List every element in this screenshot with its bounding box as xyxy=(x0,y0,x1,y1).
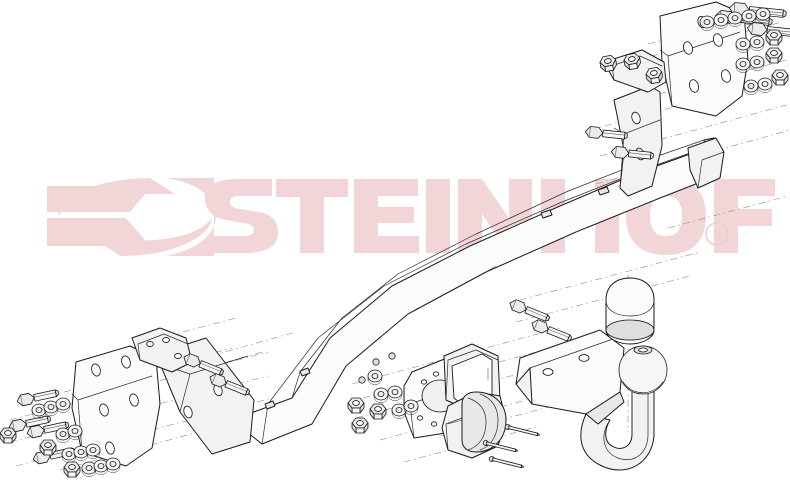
upper-right-nuts xyxy=(765,29,789,86)
svg-text:R: R xyxy=(712,228,722,243)
right-spacer-bracket xyxy=(598,49,667,93)
receiver-tongue xyxy=(515,329,625,415)
center-fasteners xyxy=(347,352,419,434)
ball-cover-cap xyxy=(605,277,655,345)
ball-arm-bolts xyxy=(507,297,574,345)
registered-trademark-icon: R xyxy=(705,222,729,246)
tow-ball-arm xyxy=(580,385,655,471)
center-nuts xyxy=(347,397,387,434)
tow-ball xyxy=(618,345,668,395)
